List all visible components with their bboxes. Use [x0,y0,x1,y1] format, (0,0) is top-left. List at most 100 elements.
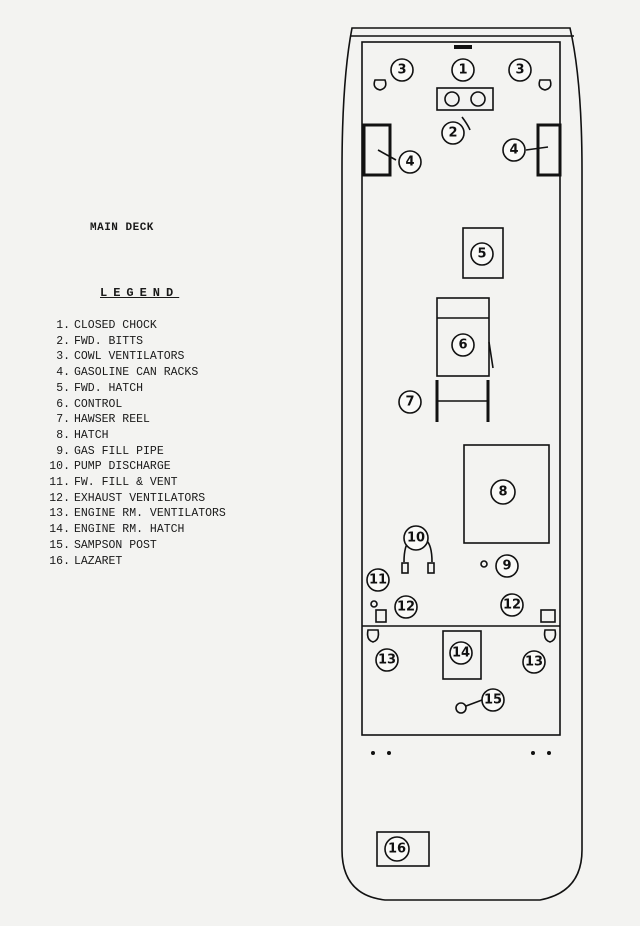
legend-label: LAZARET [74,554,123,568]
legend-label: HATCH [74,428,109,442]
legend-item: 4.GASOLINE CAN RACKS [28,365,226,381]
callout-label: 9 [502,559,511,574]
callout-3-right: 3 [508,58,532,82]
legend-number: 8. [56,428,70,442]
legend-item: 15. SAMPSON POST [28,538,226,554]
bitt-post-right [470,91,486,107]
diagram-title: MAIN DECK [90,222,154,234]
legend-list: 1. CLOSED CHOCK 2. FWD. BITTS 3. COWL VENTI… [28,318,226,569]
callout-label: 11 [369,573,387,588]
legend-number: 16. [49,554,70,568]
callout-label: 4 [509,143,518,158]
lazaret-hatch-symbol [376,831,430,867]
hull-outline [341,27,583,901]
legend-number: 12. [49,491,70,505]
legend-item: 7.HAWSER REEL [28,412,226,428]
legend-number: 10. [49,460,70,474]
legend-number: 7. [56,413,70,427]
legend-number: 2. [56,334,70,348]
control-station-symbol [436,297,490,377]
legend-label: COWL VENTILATORS [74,350,185,364]
callout-8: 8 [490,479,516,505]
leader-line [525,146,549,151]
gasoline-can-rack-right [536,123,562,177]
fw-fill-vent-symbol [370,600,378,608]
callout-1: 1 [451,58,475,82]
callout-16: 16 [384,836,410,862]
callout-label: 1 [458,63,467,78]
callout-label: 16 [388,842,406,857]
callout-9: 9 [495,554,519,578]
callout-14: 14 [449,641,473,665]
hatch-symbol [463,444,550,544]
legend-item: 1. CLOSED CHOCK [28,318,226,334]
legend-label: CONTROL [74,397,123,411]
legend-item: 6. CONTROL [28,397,226,413]
callout-label: 7 [405,395,414,410]
legend-number: 15. [49,538,70,552]
callout-label: 12 [503,598,521,613]
legend-label: EXHAUST VENTILATORS [74,491,206,505]
sampson-post-symbol [455,702,467,714]
legend-label: GAS FILL PIPE [74,444,164,458]
callout-13-right: 13 [522,650,546,674]
callout-label: 13 [378,653,396,668]
legend-label: PUMP DISCHARGE [74,460,171,474]
legend-item: 16. LAZARET [28,554,226,570]
callout-label: 6 [458,338,467,353]
legend-item: 5.FWD. HATCH [28,381,226,397]
legend-number: 5. [56,381,70,395]
legend-label: CLOSED CHOCK [74,319,157,332]
legend-number: 11. [49,476,70,490]
callout-label: 12 [397,600,415,615]
pump-discharge-symbol [427,562,435,574]
control-door [488,341,494,369]
engine-room-ventilator-symbol [543,629,557,643]
callout-2: 2 [441,121,465,145]
legend-number: 14. [49,523,70,537]
cowl-ventilator-symbol [538,79,552,91]
legend-label: FWD. BITTS [74,334,144,348]
callout-label: 3 [515,63,524,78]
legend-item: 11. FW. FILL & VENT [28,475,226,491]
cowl-ventilator-symbol [373,79,387,91]
gasoline-can-rack-left [362,123,392,177]
callout-15: 15 [481,688,505,712]
callout-label: 8 [498,485,507,500]
gas-fill-pipe-symbol [480,560,488,568]
legend-item: 3. COWL VENTILATORS [28,349,226,365]
engine-room-ventilator-symbol [366,629,380,643]
legend-item: 10. PUMP DISCHARGE [28,459,226,475]
callout-label: 13 [525,655,543,670]
callout-7: 7 [398,390,422,414]
legend-number: 9. [56,444,70,458]
legend-item: 9. GAS FILL PIPE [28,444,226,460]
legend-item: 2. FWD. BITTS [28,334,226,350]
callout-label: 3 [397,63,406,78]
legend-number: 1. [56,319,70,332]
callout-label: 4 [405,155,414,170]
callout-label: 15 [484,693,502,708]
callout-label: 2 [448,126,457,141]
leader-line [461,116,471,131]
legend-label: SAMPSON POST [74,538,157,552]
legend-number: 13. [49,507,70,521]
fwd-bitts-base [436,87,494,111]
callout-5: 5 [470,242,494,266]
engine-room-hatch-symbol [442,630,482,680]
bitt-post-left [444,91,460,107]
legend-number: 3. [56,350,70,364]
legend-label: FW. FILL & VENT [74,476,178,490]
callout-6: 6 [451,333,475,357]
callout-3-left: 3 [390,58,414,82]
callout-11: 11 [366,568,390,592]
leader-line [465,699,483,707]
callout-4-right: 4 [502,138,526,162]
legend-number: 6. [56,397,70,411]
closed-chock-symbol [454,45,472,49]
pump-discharge-symbol [401,562,409,574]
callout-10: 10 [403,525,429,551]
legend-item: 13.ENGINE RM. VENTILATORS [28,506,226,522]
